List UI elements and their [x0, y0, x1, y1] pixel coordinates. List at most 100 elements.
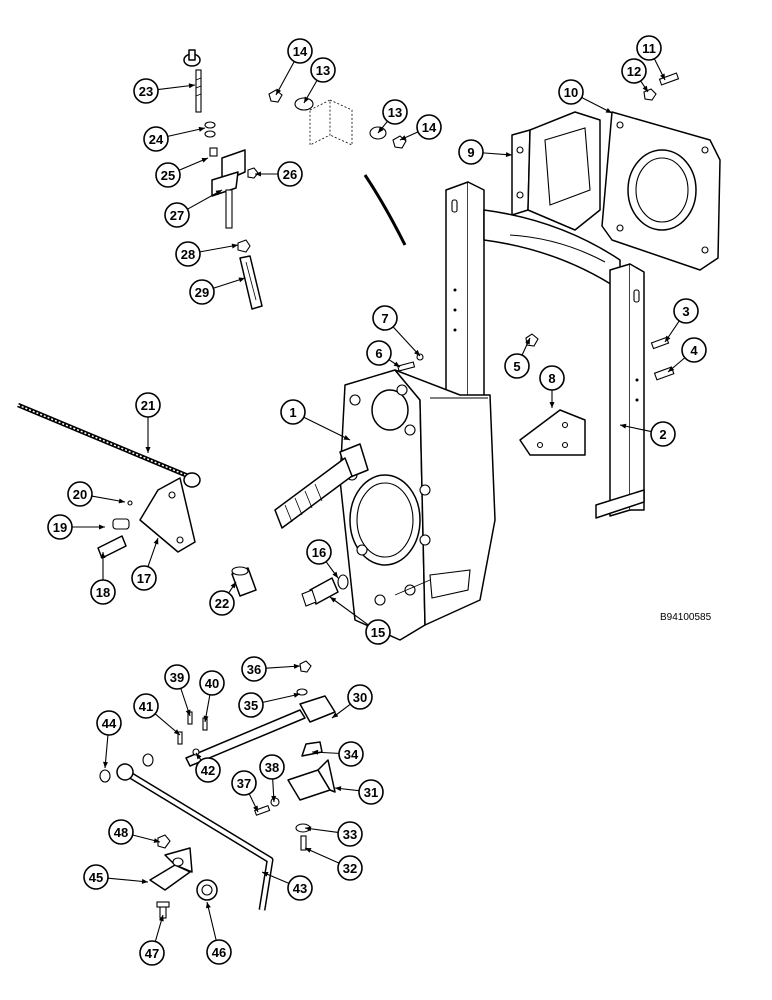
callout-circle	[621, 58, 647, 84]
leader-arrowhead	[332, 571, 338, 578]
callout-circle	[238, 692, 264, 718]
leader-arrowhead	[293, 663, 300, 669]
callout-34: 34	[338, 741, 364, 767]
leader-arrowhead	[312, 749, 319, 755]
callout-10: 10	[558, 79, 584, 105]
callout-circle	[277, 161, 303, 187]
callout-number: 14	[293, 44, 308, 59]
callout-circle	[47, 514, 73, 540]
callout-circle	[83, 864, 109, 890]
leader-arrowhead	[620, 423, 627, 429]
callout-number: 48	[114, 825, 128, 840]
callout-circle	[287, 38, 313, 64]
callout-number: 20	[73, 487, 87, 502]
callout-bubbles: 1234567891011121313141415161718192021222…	[47, 35, 707, 966]
callout-number: 25	[161, 168, 175, 183]
callout-number: 46	[212, 945, 226, 960]
callout-circle	[337, 855, 363, 881]
leader-arrowhead	[100, 552, 106, 558]
leader-arrowhead	[188, 83, 195, 89]
callout-18: 18	[90, 579, 116, 605]
callout-35: 35	[238, 692, 264, 718]
callout-number: 18	[96, 585, 110, 600]
callout-circle	[259, 754, 285, 780]
leader-arrowhead	[141, 878, 148, 884]
leader-line	[206, 901, 217, 941]
callout-43: 43	[287, 875, 313, 901]
callout-circle	[558, 79, 584, 105]
callout-number: 19	[53, 520, 67, 535]
callout-number: 26	[283, 167, 297, 182]
callout-26: 26	[277, 161, 303, 187]
leader-arrowhead	[271, 795, 277, 802]
leader-arrowhead	[343, 435, 350, 440]
callout-47: 47	[139, 940, 165, 966]
callout-number: 33	[343, 827, 357, 842]
callout-number: 23	[139, 84, 153, 99]
callout-number: 32	[343, 861, 357, 876]
callout-29: 29	[189, 279, 215, 305]
callout-2: 2	[650, 421, 676, 447]
callout-number: 44	[102, 716, 117, 731]
leader-arrowhead	[262, 872, 269, 877]
support-frame	[445, 181, 645, 519]
callout-42: 42	[195, 757, 221, 783]
figure-code: B94100585	[660, 612, 712, 623]
callout-number: 28	[181, 247, 195, 262]
callout-number: 34	[344, 747, 359, 762]
callout-circle	[287, 875, 313, 901]
leader-arrowhead	[549, 402, 555, 408]
callout-number: 38	[265, 760, 279, 775]
callout-circle	[539, 365, 565, 391]
callout-28: 28	[175, 241, 201, 267]
leader-line	[157, 84, 196, 91]
callout-circle	[209, 590, 235, 616]
callout-circle	[366, 340, 392, 366]
leader-line	[303, 416, 351, 441]
callout-number: 17	[137, 571, 151, 586]
callout-number: 11	[642, 41, 656, 56]
callout-number: 14	[422, 120, 437, 135]
callout-circle	[280, 399, 306, 425]
callout-number: 15	[371, 625, 385, 640]
callout-number: 21	[141, 398, 155, 413]
callout-41: 41	[133, 693, 159, 719]
callout-circle	[164, 664, 190, 690]
rod-bracket	[97, 477, 196, 559]
callout-circle	[358, 779, 384, 805]
gearbox	[274, 369, 496, 641]
callout-number: 39	[170, 670, 184, 685]
leader-line	[392, 326, 421, 357]
callout-circle	[673, 298, 699, 324]
callout-number: 36	[247, 662, 261, 677]
leader-arrowhead	[605, 108, 612, 113]
callout-circle	[241, 656, 267, 682]
leader-arrowhead	[153, 538, 159, 545]
callout-39: 39	[164, 664, 190, 690]
bushing	[231, 566, 257, 597]
callout-number: 41	[139, 699, 153, 714]
callout-3: 3	[673, 298, 699, 324]
callout-14: 14	[416, 114, 442, 140]
callout-circle	[155, 162, 181, 188]
callout-number: 12	[627, 64, 641, 79]
callout-number: 29	[195, 285, 209, 300]
leader-arrowhead	[642, 85, 648, 92]
callout-20: 20	[67, 481, 93, 507]
callout-circle	[199, 670, 225, 696]
leader-arrowhead	[145, 447, 151, 453]
callout-40: 40	[199, 670, 225, 696]
leader-arrowhead	[205, 902, 211, 909]
callout-number: 2	[659, 427, 666, 442]
callout-number: 27	[170, 208, 184, 223]
callout-number: 42	[201, 763, 215, 778]
callout-25: 25	[155, 162, 181, 188]
callout-19: 19	[47, 514, 73, 540]
callout-13: 13	[382, 99, 408, 125]
callout-21: 21	[135, 392, 161, 418]
callout-circle	[681, 337, 707, 363]
callout-circle	[133, 693, 159, 719]
callout-12: 12	[621, 58, 647, 84]
callout-15: 15	[365, 619, 391, 645]
